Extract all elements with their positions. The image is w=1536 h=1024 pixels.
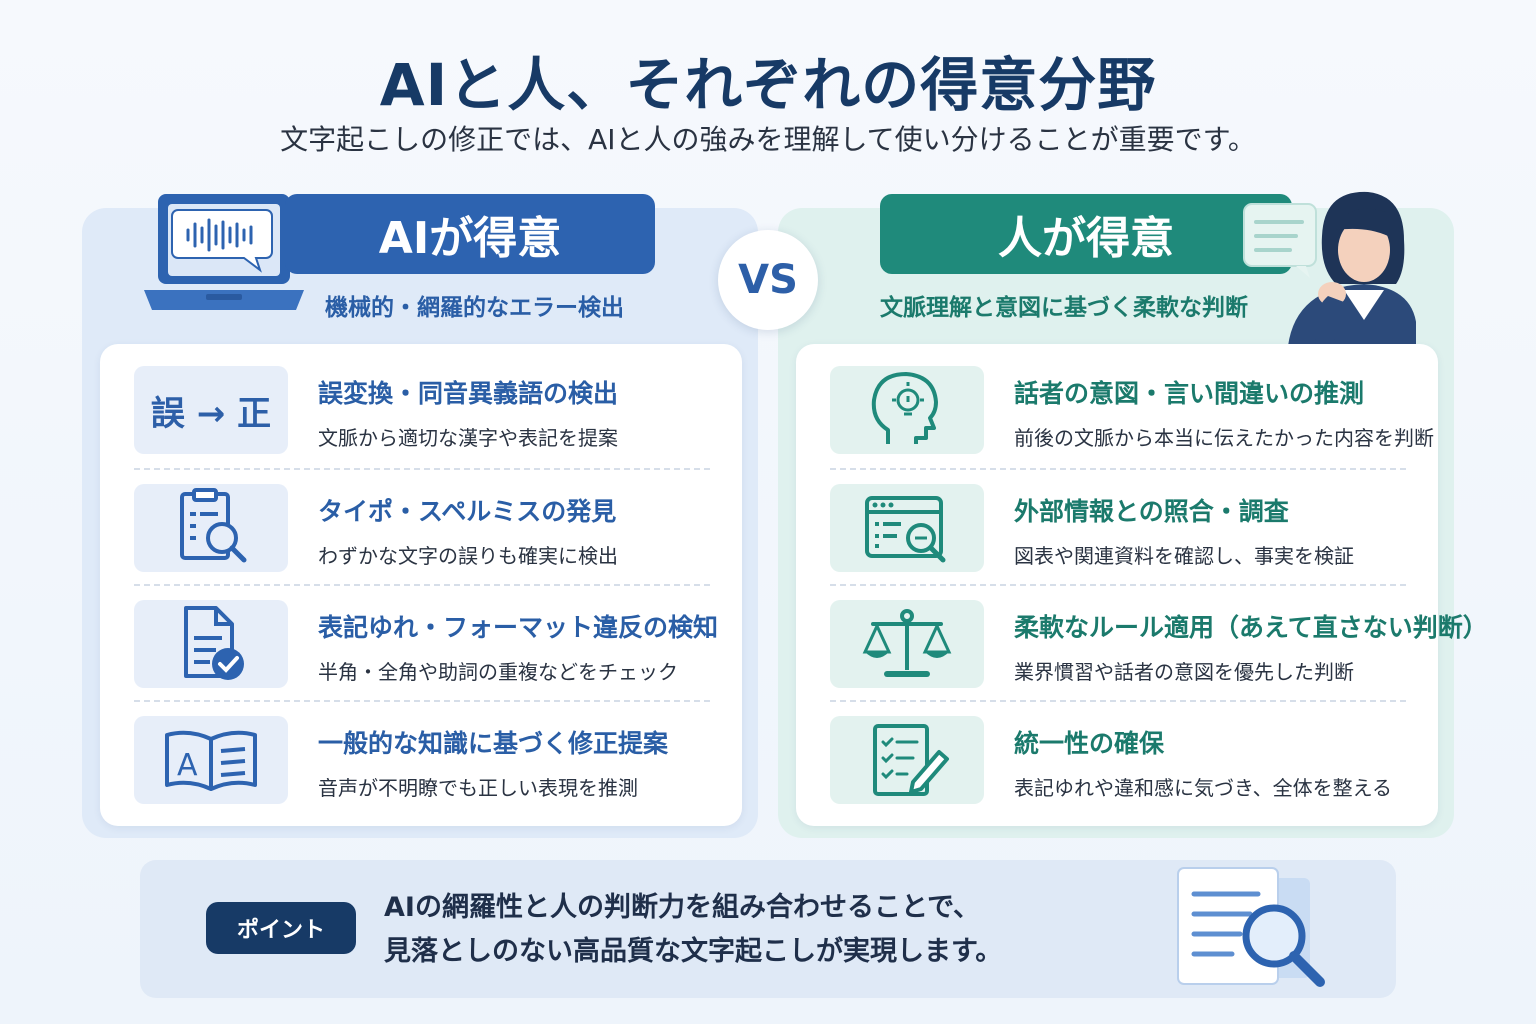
divider [830, 700, 1406, 702]
divider [830, 584, 1406, 586]
laptop-waveform-icon [144, 194, 304, 310]
list-item: タイポ・スペルミスの発見 わずかな文字の誤りも確実に検出 [134, 484, 710, 574]
item-title: 誤変換・同音異義語の検出 [318, 379, 619, 408]
browser-search-icon [830, 484, 984, 572]
list-item: 統一性の確保 表記ゆれや違和感に気づき、全体を整える [830, 716, 1406, 806]
document-check-icon [134, 600, 288, 688]
item-desc: 図表や関連資料を確認し、事実を検証 [1014, 544, 1354, 568]
item-desc: 半角・全角や助詞の重複などをチェック [318, 660, 678, 684]
list-item: A 一般的な知識に基づく修正提案 音声が不明瞭でも正しい表現を推測 [134, 716, 710, 806]
page-title: AIと人、それぞれの得意分野 [379, 51, 1157, 119]
page-subtitle: 文字起こしの修正では、AIと人の強みを理解して使い分けることが重要です。 [280, 123, 1256, 156]
point-badge: ポイント [206, 902, 356, 954]
item-desc: わずかな文字の誤りも確実に検出 [318, 544, 618, 568]
ai-tagline: 機械的・網羅的なエラー検出 [325, 295, 624, 321]
head-lightbulb-icon [830, 366, 984, 454]
divider [830, 468, 1406, 470]
human-tagline: 文脈理解と意図に基づく柔軟な判断 [880, 295, 1248, 321]
item-title: 表記ゆれ・フォーマット違反の検知 [318, 613, 719, 642]
item-title: 統一性の確保 [1014, 729, 1165, 758]
point-text: AIの網羅性と人の判断力を組み合わせることで、 見落としのない高品質な文字起こし… [384, 886, 1002, 974]
divider [134, 468, 710, 470]
item-desc: 表記ゆれや違和感に気づき、全体を整える [1014, 776, 1392, 800]
open-book-icon: A [134, 716, 288, 804]
item-title: 話者の意図・言い間違いの推測 [1014, 379, 1365, 408]
thinking-person-icon [1243, 191, 1416, 346]
item-desc: 文脈から適切な漢字や表記を提案 [318, 426, 618, 450]
item-title: 一般的な知識に基づく修正提案 [318, 729, 669, 758]
list-item: 誤 → 正 誤変換・同音異義語の検出 文脈から適切な漢字や表記を提案 [134, 366, 710, 456]
item-title: 外部情報との照合・調査 [1014, 497, 1289, 526]
point-banner: ポイント AIの網羅性と人の判断力を組み合わせることで、 見落としのない高品質な… [140, 860, 1396, 998]
human-header: 人が得意 [880, 194, 1292, 274]
human-card: 話者の意図・言い間違いの推測 前後の文脈から本当に伝えたかった内容を判断 外部情… [796, 344, 1488, 826]
balance-scale-icon [830, 600, 984, 688]
error-correction-label: 誤 → 正 [150, 393, 272, 434]
list-item: 話者の意図・言い間違いの推測 前後の文脈から本当に伝えたかった内容を判断 [830, 366, 1434, 456]
item-title: タイポ・スペルミスの発見 [318, 497, 617, 526]
item-title: 柔軟なルール適用（あえて直さない判断） [1014, 613, 1488, 642]
svg-text:A: A [177, 748, 198, 783]
item-desc: 前後の文脈から本当に伝えたかった内容を判断 [1014, 426, 1434, 450]
ai-header: AIが得意 [285, 194, 655, 274]
clipboard-search-icon [134, 484, 288, 572]
error-correction-icon: 誤 → 正 [134, 366, 288, 454]
vs-badge: VS [718, 230, 818, 330]
point-line-2: 見落としのない高品質な文字起こしが実現します。 [384, 936, 1003, 967]
document-magnifier-icon [1177, 867, 1325, 987]
point-line-1: AIの網羅性と人の判断力を組み合わせることで、 [384, 892, 981, 923]
checklist-pencil-icon [830, 716, 984, 804]
divider [134, 584, 710, 586]
ai-card: 誤 → 正 誤変換・同音異義語の検出 文脈から適切な漢字や表記を提案 タイポ・ス… [100, 344, 742, 826]
list-item: 外部情報との照合・調査 図表や関連資料を確認し、事実を検証 [830, 484, 1406, 574]
list-item: 表記ゆれ・フォーマット違反の検知 半角・全角や助詞の重複などをチェック [134, 600, 718, 690]
item-desc: 業界慣習や話者の意図を優先した判断 [1014, 660, 1354, 684]
list-item: 柔軟なルール適用（あえて直さない判断） 業界慣習や話者の意図を優先した判断 [830, 600, 1488, 690]
divider [134, 700, 710, 702]
item-desc: 音声が不明瞭でも正しい表現を推測 [318, 776, 638, 800]
